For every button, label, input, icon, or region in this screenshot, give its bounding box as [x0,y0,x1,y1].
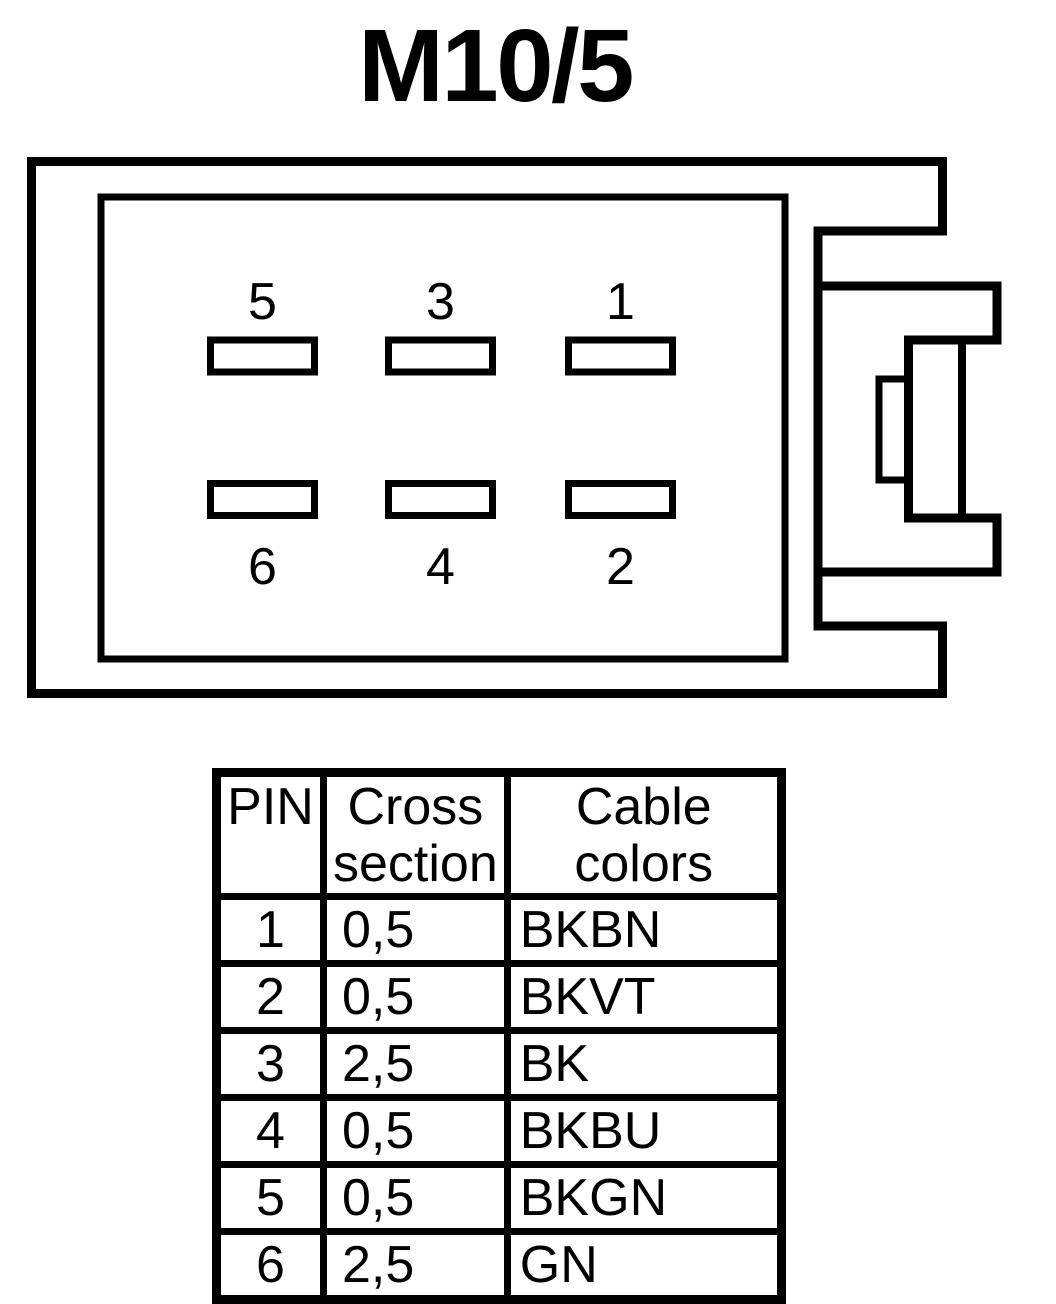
table-row: 2 0,5 BKVT [213,960,785,1034]
table-row: 4 0,5 BKBU [213,1094,785,1168]
cable-color-cell: BKBN [503,893,785,967]
cable-color-cell: BKGN [503,1161,785,1235]
pin-cell: 5 [213,1161,327,1235]
cable-color-cell: BK [503,1027,785,1101]
cable-color-cell: BKBU [503,1094,785,1168]
cable-color-cell: BKVT [503,960,785,1034]
cross-section-cell: 2,5 [320,1027,511,1101]
header-cross-section: Cross section [320,769,511,900]
header-cable-colors: Cable colors [503,769,785,900]
pin-slot-4 [385,480,496,519]
pin-cell: 4 [213,1094,327,1168]
cross-section-cell: 0,5 [320,1161,511,1235]
cross-section-cell: 0,5 [320,1094,511,1168]
table-header-row: PIN Cross section Cable colors [213,769,785,900]
pinout-table: PIN Cross section Cable colors 1 0,5 BKB… [212,768,786,1304]
pin-slot-1 [565,336,676,376]
pin-cell: 3 [213,1027,327,1101]
cross-section-cell: 0,5 [320,960,511,1034]
connector-housing-outline [27,157,947,698]
pin-slot-5 [207,336,318,376]
pin-slot-6 [207,480,318,519]
pin-cell: 2 [213,960,327,1034]
header-pin: PIN [213,769,327,900]
pin-label-4: 4 [426,538,455,596]
cross-section-cell: 2,5 [320,1228,511,1303]
pin-cell: 6 [213,1228,327,1303]
connector-diagram: 5 3 1 6 4 2 [27,157,1002,698]
pin-label-2: 2 [606,538,635,596]
latch-key-block [875,375,913,484]
pin-slot-3 [385,336,496,376]
pin-label-3: 3 [426,273,455,331]
page-title: M10/5 [358,8,634,123]
pin-label-1: 1 [606,273,635,331]
connector-inner-face [97,193,789,663]
pin-slot-2 [565,480,676,519]
table-row: 6 2,5 GN [213,1228,785,1303]
cable-color-cell: GN [503,1228,785,1303]
table-row: 1 0,5 BKBN [213,893,785,967]
pin-label-6: 6 [248,538,277,596]
pin-label-5: 5 [248,273,277,331]
table-row: 5 0,5 BKGN [213,1161,785,1235]
pin-cell: 1 [213,893,327,967]
table-row: 3 2,5 BK [213,1027,785,1101]
cross-section-cell: 0,5 [320,893,511,967]
